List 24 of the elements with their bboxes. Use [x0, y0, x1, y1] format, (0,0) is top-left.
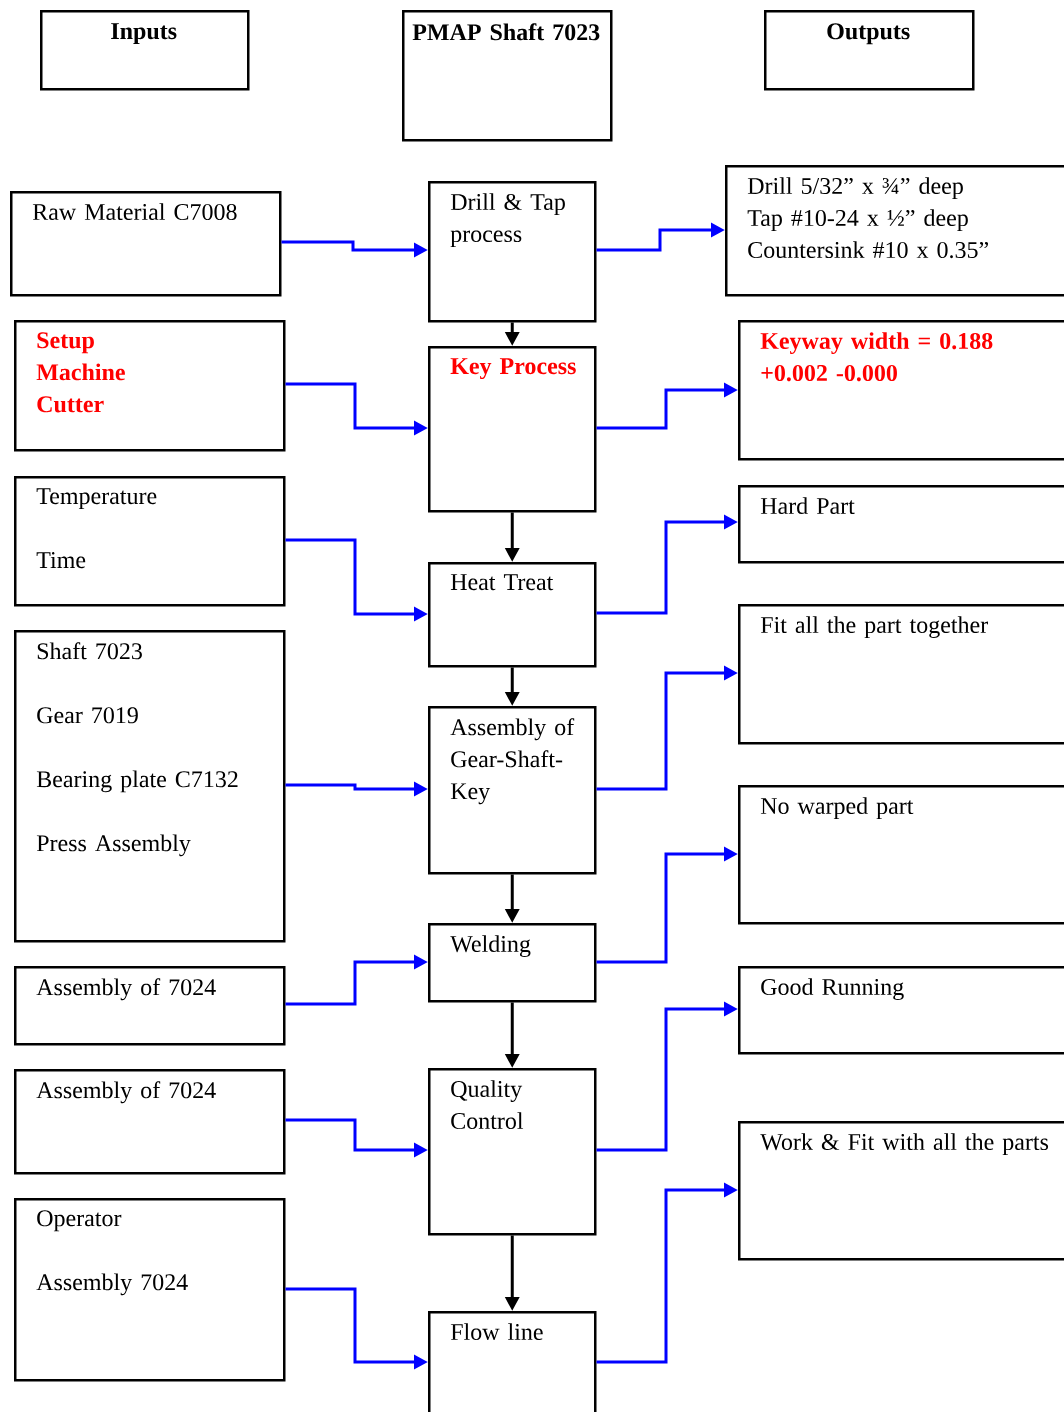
process-box: Assembly of Gear-Shaft-Key [428, 706, 597, 875]
process-box: Drill 5/32” x ¾” deep Tap #10-24 x ½” deep Countersink #10 x 0.35” [725, 165, 1064, 297]
process-box: Operator Assembly 7024 [14, 1198, 286, 1382]
process-box: Assembly of 7024 [14, 1069, 286, 1175]
process-box: Heat Treat [428, 562, 597, 668]
process-box: Quality Control [428, 1068, 597, 1236]
process-box: Drill & Tap process [428, 181, 597, 323]
process-box: Welding [428, 923, 597, 1003]
process-box: Keyway width = 0.188 +0.002 -0.000 [738, 320, 1064, 461]
process-box: Assembly of 7024 [14, 966, 286, 1046]
header-box: Outputs [764, 10, 975, 91]
process-box: Hard Part [738, 485, 1064, 564]
process-box: Setup Machine Cutter [14, 320, 286, 452]
process-box: Key Process [428, 346, 597, 513]
process-box: Temperature Time [14, 476, 286, 607]
process-box: Work & Fit with all the parts [738, 1121, 1064, 1261]
process-box: No warped part [738, 785, 1064, 925]
header-box: Inputs [40, 10, 250, 91]
process-box: Raw Material C7008 [10, 191, 282, 297]
process-box: Fit all the part together [738, 604, 1064, 745]
process-box: Good Running [738, 966, 1064, 1055]
process-box: Shaft 7023 Gear 7019 Bearing plate C7132 Press Assembly [14, 630, 286, 943]
header-box: PMAP Shaft 7023 [402, 10, 613, 142]
process-box: Flow line [428, 1311, 597, 1412]
